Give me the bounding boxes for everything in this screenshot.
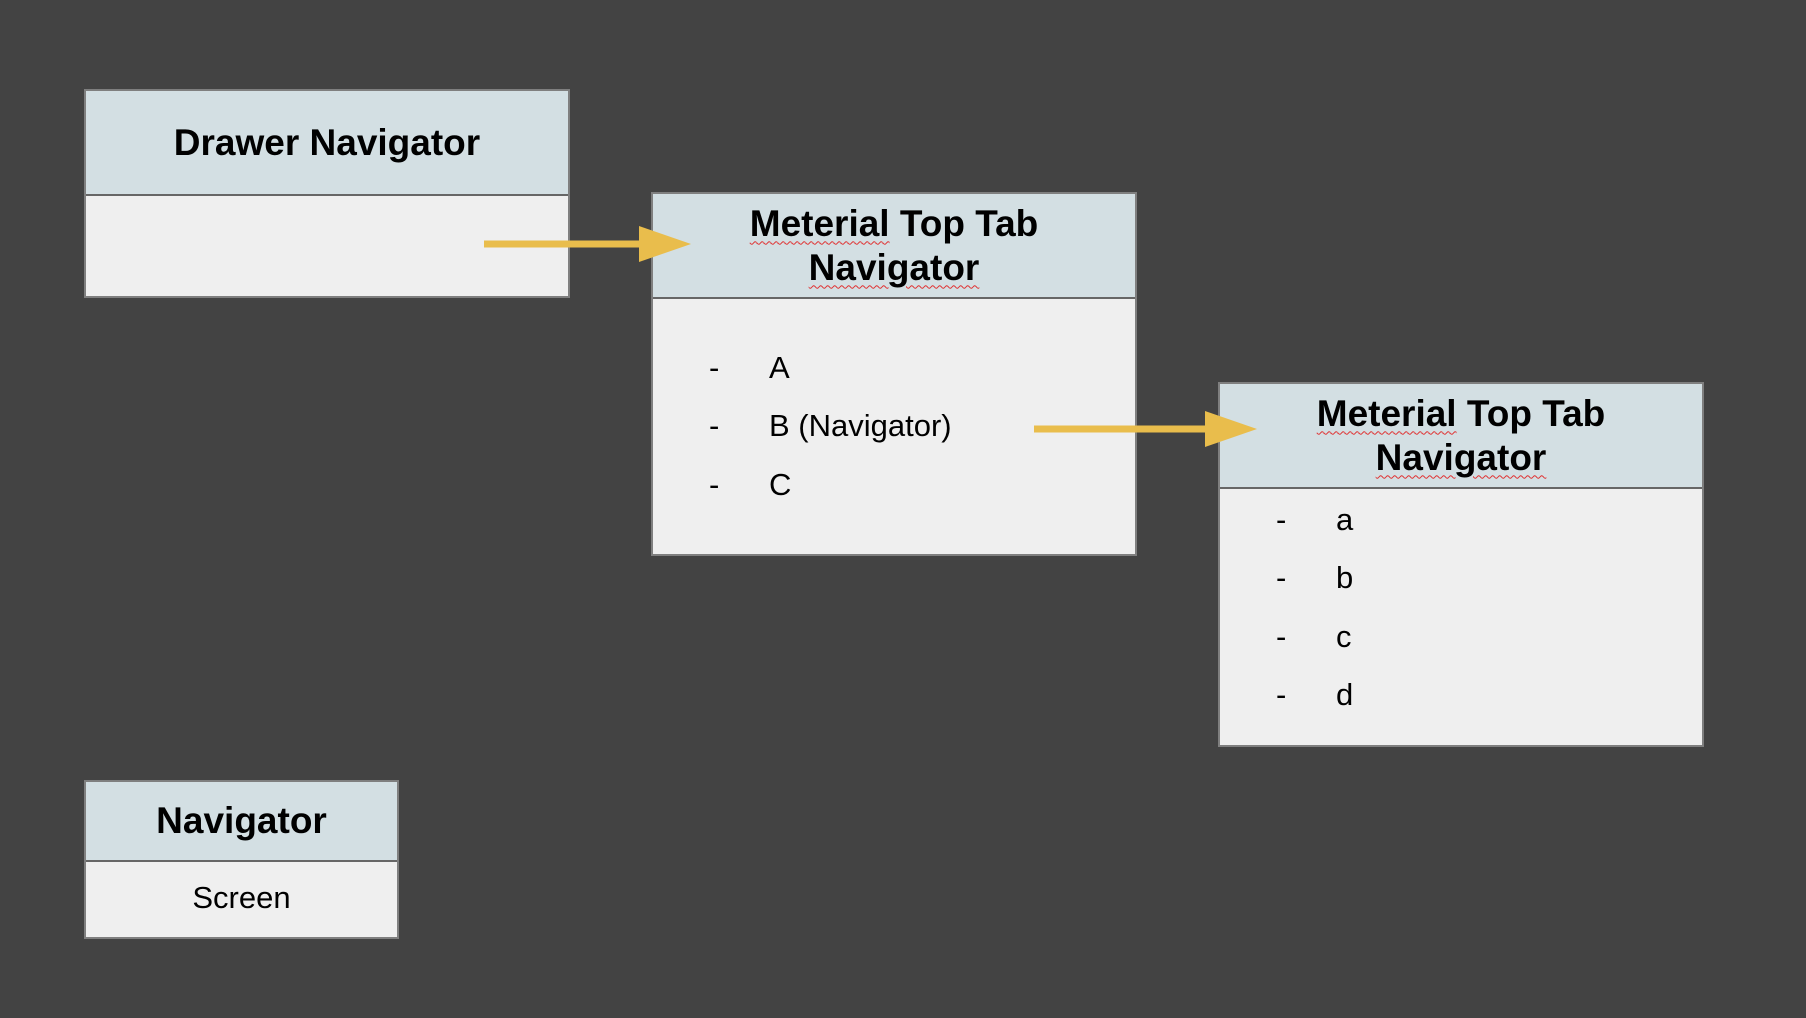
list-item-dash: - (709, 408, 720, 443)
top-tab-navigator-2-title-line2: Navigator (1375, 436, 1547, 478)
top-tab-navigator-2-title-word1: Meterial (1316, 392, 1457, 434)
top-tab-navigator-2-title: Meterial Top Tab Navigator (1317, 392, 1606, 480)
top-tab-navigator-1-title-rest: Top Tab (889, 202, 1039, 244)
screen-item-d: d (1336, 677, 1354, 712)
list-item-dash: - (1276, 619, 1287, 654)
list-item-dash: - (1276, 560, 1287, 595)
screen-item-C: C (769, 467, 792, 502)
top-tab-navigator-1-title-line2: Navigator (808, 246, 980, 288)
list-item-dash: - (1276, 677, 1287, 712)
legend-body: Screen (86, 862, 397, 937)
screen-item-c: c (1336, 619, 1352, 654)
legend-header: Navigator (86, 782, 397, 862)
list-item-dash: - (709, 350, 720, 385)
legend-screen-label: Screen (192, 880, 291, 915)
screen-item-A: A (769, 350, 790, 385)
list-item-dash: - (709, 467, 720, 502)
top-tab-navigator-2-header: Meterial Top Tab Navigator (1220, 384, 1702, 489)
drawer-navigator-header: Drawer Navigator (86, 91, 568, 196)
top-tab-navigator-1-title: Meterial Top Tab Navigator (750, 202, 1039, 290)
drawer-navigator-title: Drawer Navigator (173, 121, 481, 163)
top-tab-navigator-1-box: Meterial Top Tab Navigator - A - B (Navi… (651, 192, 1137, 556)
top-tab-navigator-1-body: - A - B (Navigator) - C (653, 299, 1135, 554)
legend-box: Navigator Screen (84, 780, 399, 939)
top-tab-navigator-2-title-rest: Top Tab (1456, 392, 1606, 434)
drawer-navigator-box: Drawer Navigator (84, 89, 570, 298)
list-item-dash: - (1276, 502, 1287, 537)
screen-item-a: a (1336, 502, 1354, 537)
legend-title: Navigator (156, 800, 327, 841)
screen-item-b: b (1336, 560, 1354, 595)
drawer-navigator-body (86, 196, 568, 296)
top-tab-navigator-1-title-word1: Meterial (749, 202, 890, 244)
navigator-item-B: B (Navigator) (769, 408, 952, 443)
top-tab-navigator-2-body: - a - b - c - d (1220, 489, 1702, 745)
top-tab-navigator-1-header: Meterial Top Tab Navigator (653, 194, 1135, 299)
top-tab-navigator-2-box: Meterial Top Tab Navigator - a - b - c -… (1218, 382, 1704, 747)
